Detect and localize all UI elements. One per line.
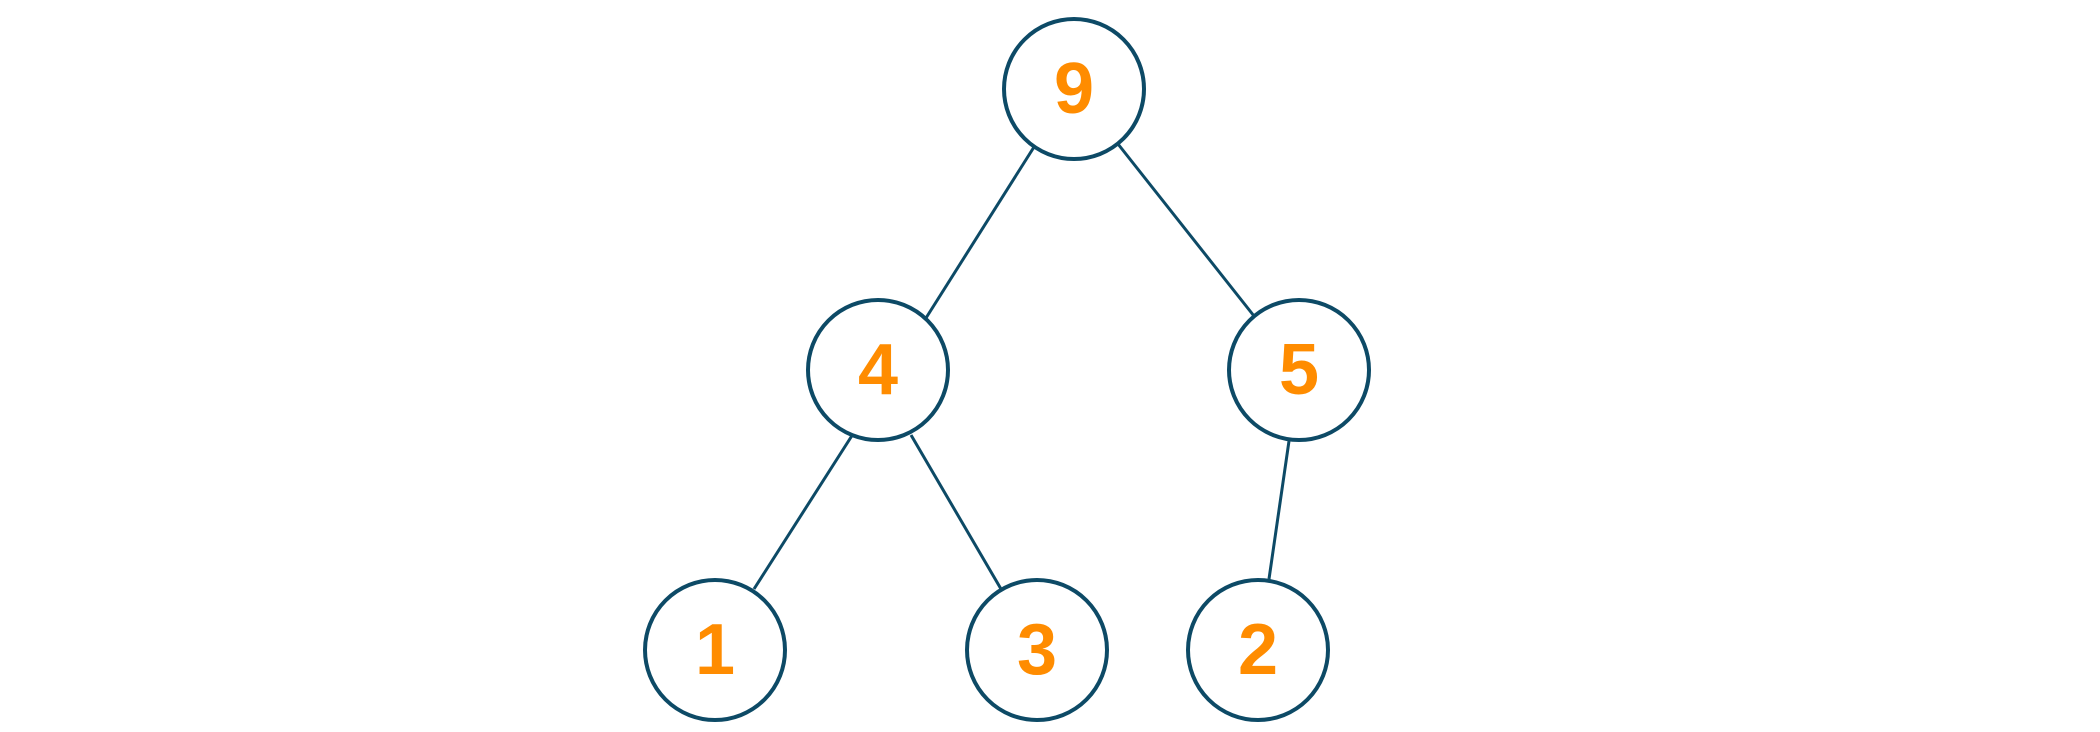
node-label: 9 [1054, 49, 1094, 129]
node-label: 5 [1279, 330, 1319, 410]
tree-node-9: 9 [1002, 17, 1146, 161]
tree-node-4: 4 [806, 298, 950, 442]
edge-5-2 [1267, 440, 1291, 580]
node-circle [1227, 298, 1371, 442]
tree-node-5: 5 [1227, 298, 1371, 442]
tree-node-2: 2 [1186, 578, 1330, 722]
node-circle [806, 298, 950, 442]
node-circle [1186, 578, 1330, 722]
node-circle [1002, 17, 1146, 161]
node-circle [643, 578, 787, 722]
node-circle [965, 578, 1109, 722]
edge-4-1 [752, 433, 855, 590]
node-label: 2 [1238, 610, 1278, 690]
tree-node-3: 3 [965, 578, 1109, 722]
node-label: 4 [858, 330, 898, 410]
edge-4-3 [909, 434, 1003, 590]
edge-9-5 [1116, 143, 1256, 317]
tree-node-1: 1 [643, 578, 787, 722]
node-label: 3 [1017, 610, 1057, 690]
edges-group [752, 143, 1291, 590]
node-label: 1 [695, 610, 735, 690]
edge-9-4 [924, 146, 1036, 319]
